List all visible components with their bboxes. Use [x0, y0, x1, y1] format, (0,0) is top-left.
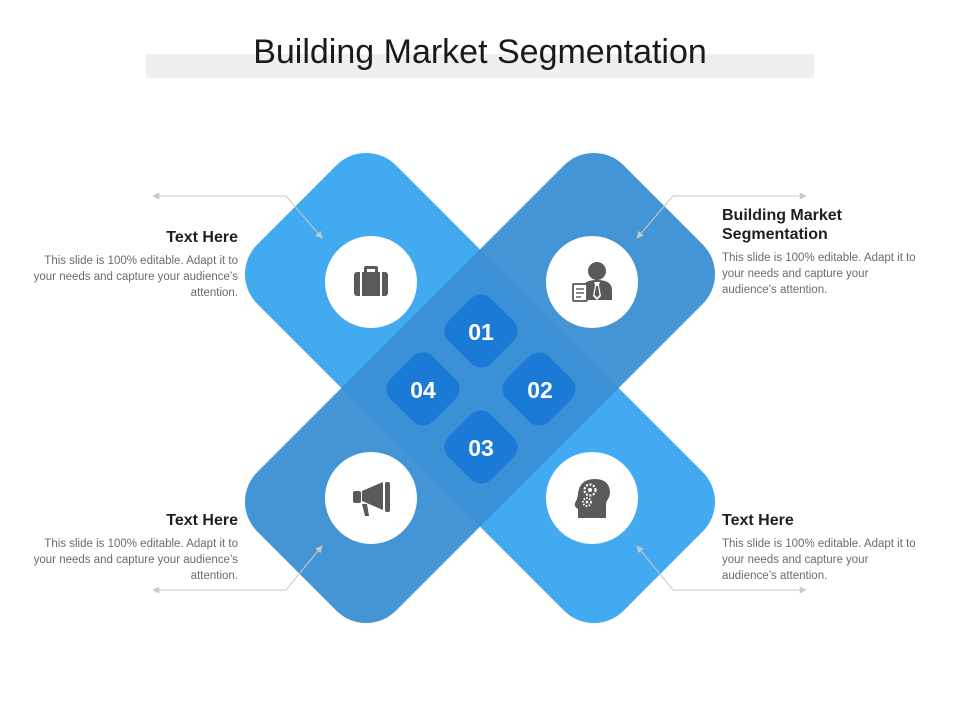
text-block-04: Text Here This slide is 100% editable. A… [28, 511, 238, 584]
number-tile-04 [386, 352, 460, 426]
text-block-01: Text Here This slide is 100% editable. A… [28, 228, 238, 301]
number-tile-01 [444, 294, 518, 368]
text-block-02: Building Market Segmentation This slide … [722, 206, 922, 298]
connector-04 [152, 545, 323, 594]
number-04: 04 [410, 377, 436, 403]
heading-03: Text Here [722, 512, 794, 529]
megaphone-icon [353, 482, 390, 516]
number-02: 02 [527, 377, 553, 403]
body-02: This slide is 100% editable. Adapt it to… [722, 252, 916, 296]
connector-03 [636, 545, 807, 594]
number-01: 01 [468, 319, 494, 345]
head-gears-icon [574, 479, 610, 518]
briefcase-icon [354, 266, 388, 296]
body-01: This slide is 100% editable. Adapt it to… [33, 255, 238, 299]
connector-02 [636, 192, 807, 239]
number-tile-03 [444, 410, 518, 484]
body-04: This slide is 100% editable. Adapt it to… [33, 538, 238, 582]
title-band [146, 54, 814, 78]
heading-01: Text Here [166, 229, 238, 246]
connector-01 [152, 192, 323, 239]
number-tile-02 [502, 352, 576, 426]
slide-title: Building Market Segmentation [253, 33, 707, 71]
businessman-icon [572, 262, 612, 302]
number-03: 03 [468, 435, 494, 461]
heading-04: Text Here [166, 512, 238, 529]
text-block-03: Text Here This slide is 100% editable. A… [722, 511, 922, 584]
heading-02: Building Market Segmentation [722, 207, 843, 243]
body-03: This slide is 100% editable. Adapt it to… [722, 538, 916, 582]
